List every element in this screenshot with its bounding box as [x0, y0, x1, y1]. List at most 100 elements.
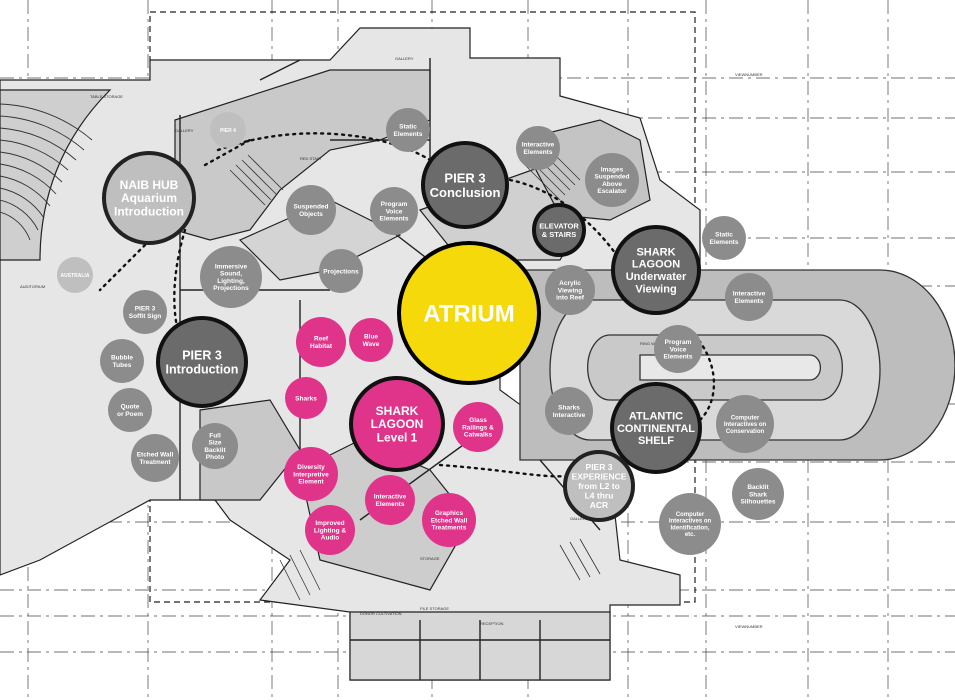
node-label-bubble-tubes-line-0: Bubble	[111, 355, 133, 362]
node-circle-projections	[319, 249, 363, 293]
node-circle-static-elements-right	[702, 216, 746, 260]
node-label-static-elements-top-line-1: Elements	[394, 131, 423, 138]
node-label-blue-wave-line-0: Blue	[364, 334, 378, 341]
node-label-static-elements-right-line-0: Static	[715, 232, 733, 239]
node-label-pier3-introduction-line-0: PIER 3	[182, 348, 222, 362]
node-label-computer-identification-line-3: etc.	[685, 532, 696, 538]
node-circle-computer-identification	[659, 493, 721, 555]
node-label-interactive-elements-top-line-0: Interactive	[522, 142, 555, 149]
node-circle-shark-lagoon-underwater	[611, 225, 701, 315]
node-label-shark-lagoon-underwater-line-1: LAGOON	[632, 259, 680, 271]
node-label-acrylic-line-2: into Reef	[556, 295, 585, 302]
node-circle-pier3-experience	[563, 450, 635, 522]
node-circle-sharks	[285, 377, 327, 419]
node-label-immersive-line-1: Sound,	[220, 271, 242, 278]
node-label-glass-railings-line-0: Glass	[469, 417, 487, 424]
node-label-naib-hub-line-1: Aquarium	[121, 191, 177, 205]
node-label-improved-lighting-line-1: Lighting &	[314, 527, 346, 534]
node-label-images-suspended-line-2: Above	[602, 181, 622, 188]
node-label-shark-lagoon-underwater-line-2: Underwater	[626, 271, 687, 283]
node-circle-program-voice-top	[370, 187, 418, 235]
node-label-pier3-experience-line-2: from L2 to	[578, 481, 620, 491]
node-label-backlit-shark-line-2: Silhouettes	[740, 499, 775, 506]
node-label-full-size-backlit-line-3: Photo	[206, 454, 224, 461]
node-label-shark-lagoon-underwater-line-3: Viewing	[635, 283, 676, 295]
node-circle-atlantic-continental-shelf	[610, 382, 702, 474]
svg-text:GALLERY: GALLERY	[175, 128, 194, 133]
node-label-sharks-interactive-line-1: Interactive	[553, 412, 586, 419]
node-label-interactive-elements-pink-line-1: Elements	[376, 501, 405, 508]
node-pier4: PIER 4	[210, 112, 246, 148]
node-circle-bubble-tubes	[100, 339, 144, 383]
node-circle-interactive-elements-right	[725, 273, 773, 321]
node-circle-atrium	[397, 241, 541, 385]
node-circle-improved-lighting	[305, 505, 355, 555]
node-label-diversity-line-2: Element	[298, 479, 324, 486]
node-circle-australia	[57, 257, 93, 293]
svg-text:AUDITORIUM: AUDITORIUM	[20, 284, 45, 289]
node-circle-naib-hub	[102, 151, 196, 245]
node-label-etched-wall-line-0: Etched Wall	[137, 452, 174, 459]
node-label-interactive-elements-right-line-0: Interactive	[733, 291, 766, 298]
node-circle-static-elements-top	[386, 108, 430, 152]
node-label-backlit-shark-line-0: Backlit	[747, 484, 769, 491]
svg-text:RED STAIR: RED STAIR	[300, 156, 321, 161]
node-circle-etched-wall	[131, 434, 179, 482]
node-label-naib-hub-line-0: NAIB HUB	[120, 178, 179, 192]
node-circle-interactive-elements-pink	[365, 475, 415, 525]
node-label-full-size-backlit-line-1: Size	[208, 440, 221, 447]
node-label-sharks-line-0: Sharks	[295, 395, 317, 402]
auditorium-seating	[0, 103, 93, 241]
node-label-shark-lagoon-level1-line-1: LAGOON	[371, 417, 424, 431]
node-circle-quote-poem	[108, 388, 152, 432]
node-circle-full-size-backlit	[192, 423, 238, 469]
node-circle-reef-habitat	[296, 317, 346, 367]
svg-text:DONOR CULTIVATION: DONOR CULTIVATION	[360, 611, 402, 616]
node-label-pier4-line-0: PIER 4	[220, 128, 236, 134]
node-label-quote-poem-line-1: or Poem	[117, 411, 143, 418]
node-label-diversity-line-0: Diversity	[297, 464, 325, 471]
node-label-images-suspended-line-3: Escalator	[597, 188, 627, 195]
node-label-australia-line-0: AUSTRALIA	[61, 273, 90, 279]
node-label-program-voice-top-line-0: Program	[381, 201, 408, 208]
node-circle-backlit-shark	[732, 468, 784, 520]
node-circle-glass-railings	[453, 402, 503, 452]
node-label-interactive-elements-pink-line-0: Interactive	[374, 494, 407, 501]
node-circle-interactive-elements-top	[516, 126, 560, 170]
node-label-interactive-elements-top-line-1: Elements	[524, 149, 553, 156]
node-circle-graphics-etched	[422, 493, 476, 547]
node-label-blue-wave-line-1: Wave	[363, 341, 380, 348]
node-label-glass-railings-line-2: Catwalks	[464, 432, 493, 439]
svg-text:GALLERY: GALLERY	[395, 56, 414, 61]
node-label-pier3-experience-line-0: PIER 3	[586, 462, 613, 472]
node-circle-sharks-interactive	[545, 387, 593, 435]
svg-text:RECEPTION: RECEPTION	[480, 621, 503, 626]
node-label-etched-wall-line-1: Treatment	[139, 459, 171, 466]
node-label-improved-lighting-line-2: Audio	[321, 535, 339, 542]
node-label-naib-hub-line-2: Introduction	[114, 205, 184, 219]
node-label-acrylic-line-0: Acrylic	[559, 280, 581, 287]
node-label-full-size-backlit-line-0: Full	[209, 432, 221, 439]
node-circle-elevator-stairs	[532, 203, 586, 257]
node-label-pier3-experience-line-4: ACR	[590, 500, 608, 510]
node-label-shark-lagoon-level1-line-0: SHARK	[376, 404, 419, 418]
node-label-glass-railings-line-1: Railings &	[462, 424, 494, 431]
node-label-computer-conservation-line-0: Computer	[731, 415, 760, 421]
